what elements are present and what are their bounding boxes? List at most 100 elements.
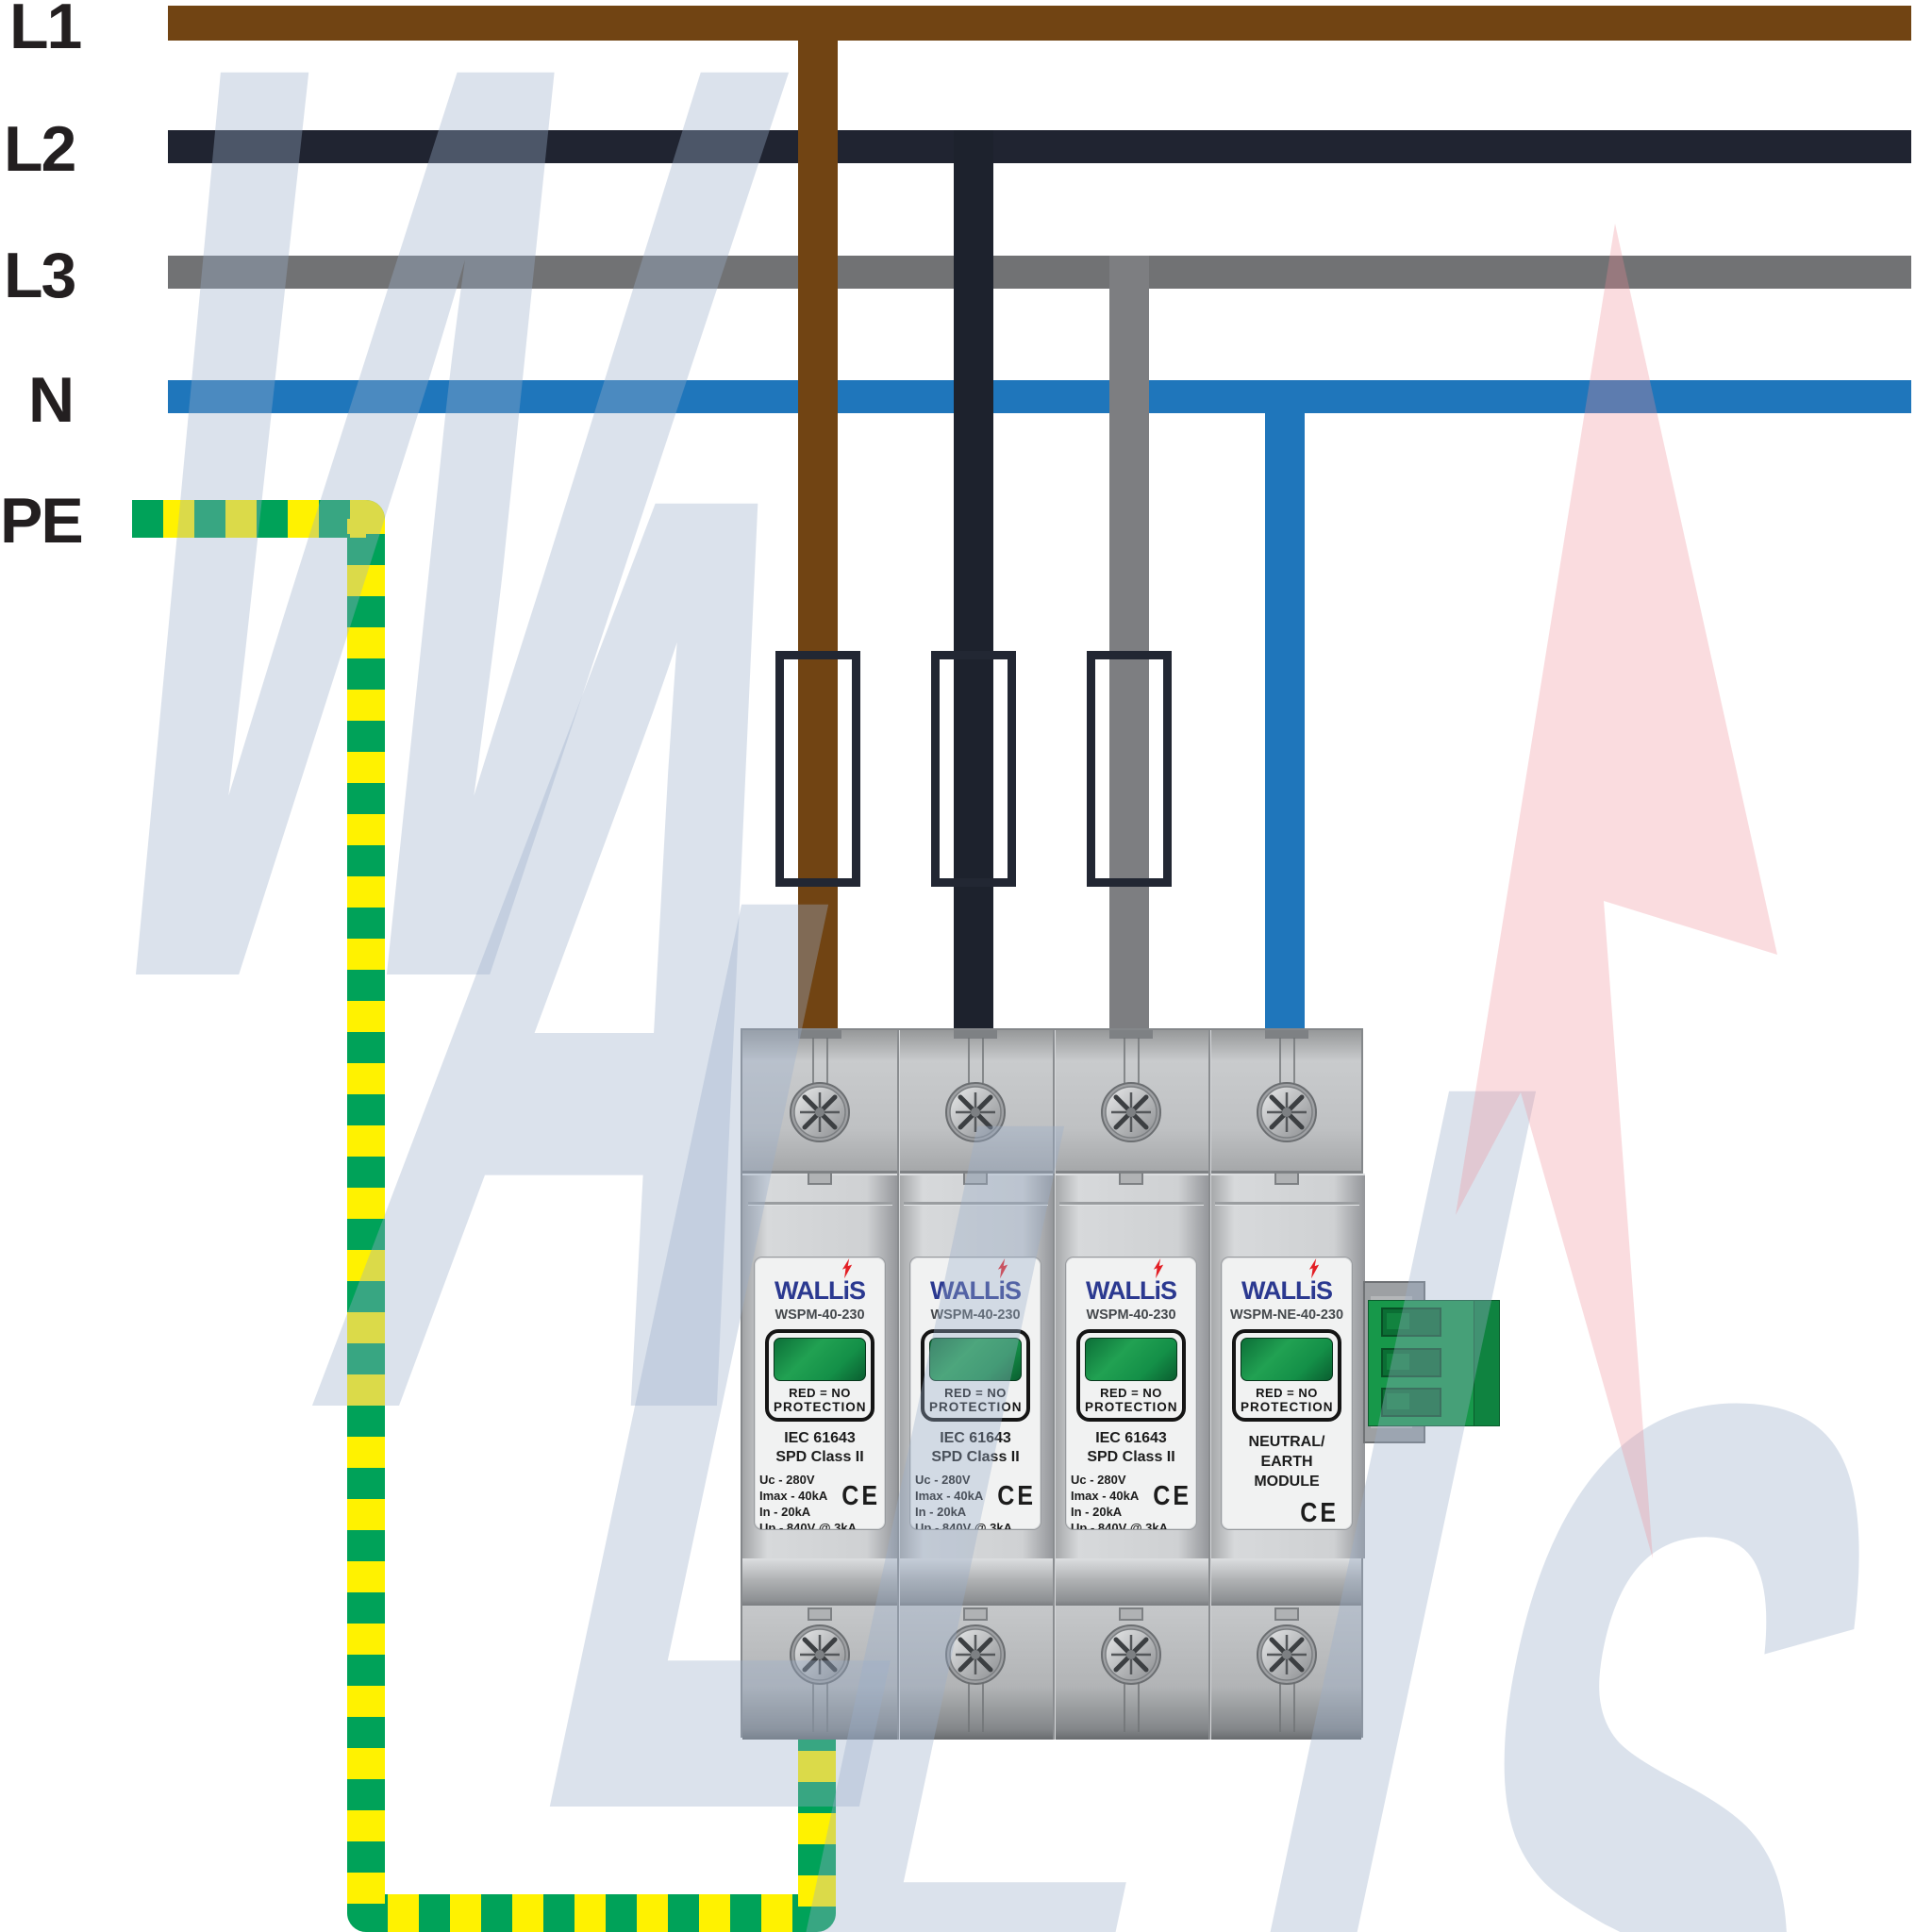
spec-list: Uc - 280V Imax - 40kA In - 20kA Up - 840… [915,1472,1036,1530]
status-indicator-box: RED = NO PROTECTION [765,1328,874,1423]
wire-entry-notch [954,1030,997,1039]
status-window [1085,1337,1177,1381]
indicator-note: PROTECTION [774,1399,867,1414]
pozidriv-screw-icon [791,1625,849,1684]
ce-mark: CE [841,1480,880,1511]
spd-module-label-4: WALLiS WSPM-NE-40-230 RED = NO PROTECTIO… [1221,1257,1353,1530]
status-window [929,1337,1022,1381]
bus-bar-n [168,380,1911,413]
face-groove [1215,1202,1359,1206]
pozidriv-screw-icon [946,1083,1005,1141]
module-tab [1274,1607,1299,1621]
fuse-symbol-l2 [931,651,1016,887]
model-number: WSPM-NE-40-230 [1229,1307,1344,1323]
spd-module-label-3: WALLiS WSPM-40-230 RED = NO PROTECTION I… [1065,1257,1197,1530]
unit-ledge [742,1558,1361,1606]
pozidriv-screw-icon [1102,1625,1160,1684]
face-groove [904,1202,1048,1206]
status-window [1241,1337,1333,1381]
bus-label-l2: L2 [4,113,76,185]
terminal-block-shade [1474,1301,1499,1425]
wire-drop-l3 [1109,256,1149,1028]
status-indicator-box: RED = NO PROTECTION [1076,1328,1186,1423]
spec-line: Up - 840V @ 3kA [759,1521,857,1530]
module-tab [963,1607,988,1621]
wire-drop-n [1265,380,1305,1028]
indicator-note: PROTECTION [1085,1399,1178,1414]
spd-module-label-1: WALLiS WSPM-40-230 RED = NO PROTECTION I… [754,1257,886,1530]
spec-line: Imax - 40kA [1071,1489,1140,1504]
module-separator [1208,1030,1210,1740]
status-indicator-box: RED = NO PROTECTION [921,1328,1030,1423]
face-groove [1059,1202,1204,1206]
pozidriv-screw-icon [946,1625,1005,1684]
brand-logo: WALLiS [1086,1258,1177,1304]
wire-entry-notch [798,1030,841,1039]
bus-bar-l2 [168,130,1911,163]
indicator-note: PROTECTION [929,1399,1023,1414]
wire-entry-notch [1265,1030,1308,1039]
pozidriv-screw-icon [1257,1083,1316,1141]
model-number: WSPM-40-230 [930,1307,1021,1323]
brand-logo: WALLiS [774,1258,866,1305]
status-indicator-box: RED = NO PROTECTION [1232,1328,1341,1423]
module-tab [808,1172,832,1185]
neutral-earth-terminal-block [1368,1300,1500,1426]
bus-label-l1: L1 [9,0,82,62]
indicator-note: RED = NO [1256,1385,1318,1400]
fuse-symbol-l3 [1087,651,1172,887]
terminal-slot [1381,1307,1441,1337]
terminal-slot [1381,1388,1441,1417]
indicator-note: RED = NO [1100,1385,1162,1400]
spec-line: Up - 840V @ 3kA [915,1521,1012,1530]
spec-list: Uc - 280V Imax - 40kA In - 20kA Up - 840… [759,1472,880,1530]
spec-line: Uc - 280V [915,1472,971,1487]
brand-text: WALLiS [1241,1276,1333,1305]
brand-logo: WALLiS [930,1258,1022,1305]
standard: IEC 61643 [940,1430,1011,1447]
bus-bar-l3 [168,256,1911,289]
spd-class: SPD Class II [931,1448,1020,1465]
red-lightning-bolt-icon [841,1258,853,1279]
brand-logo: WALLiS [1241,1258,1333,1305]
spd-class: SPD Class II [775,1448,864,1465]
bus-label-n: N [28,364,75,436]
wire-entry-notch [1109,1030,1153,1039]
indicator-note: PROTECTION [1241,1399,1334,1414]
wire-drop-l1 [798,6,838,1028]
spd-module-label-2: WALLiS WSPM-40-230 RED = NO PROTECTION I… [909,1257,1041,1530]
spec-line: Uc - 280V [1071,1472,1126,1487]
terminal-screws [742,1038,1365,1732]
slot-highlight [1387,1393,1409,1409]
ce-mark: CE [1300,1497,1339,1528]
module-separator [1053,1030,1055,1740]
indicator-note: RED = NO [944,1385,1007,1400]
spec-line: Uc - 280V [759,1472,815,1487]
brand-text: WALLiS [930,1276,1022,1305]
bus-label-pe: PE [0,485,84,557]
spec-line: Imax - 40kA [915,1489,984,1504]
spec-line: Up - 840V @ 3kA [1071,1521,1168,1530]
bus-bar-l1 [168,6,1911,41]
slot-highlight [1387,1354,1409,1370]
module-tab [1274,1172,1299,1185]
pozidriv-screw-icon [1102,1083,1160,1141]
spec-line: Imax - 40kA [759,1489,828,1504]
model-number: WSPM-40-230 [774,1307,865,1323]
module-separator [897,1030,899,1740]
module-type: NEUTRAL/ [1248,1434,1325,1451]
brand-text: WALLiS [774,1276,866,1305]
status-window [774,1337,866,1381]
ce-mark: CE [997,1480,1036,1511]
module-type: EARTH [1260,1454,1313,1471]
standard: IEC 61643 [1095,1430,1167,1447]
bus-label-l3: L3 [4,240,76,311]
spd-class: SPD Class II [1087,1448,1175,1465]
indicator-note: RED = NO [789,1385,851,1400]
module-tab [1119,1607,1143,1621]
spec-line: In - 20kA [1071,1505,1123,1520]
module-tab [1119,1172,1143,1185]
slot-highlight [1387,1313,1409,1329]
